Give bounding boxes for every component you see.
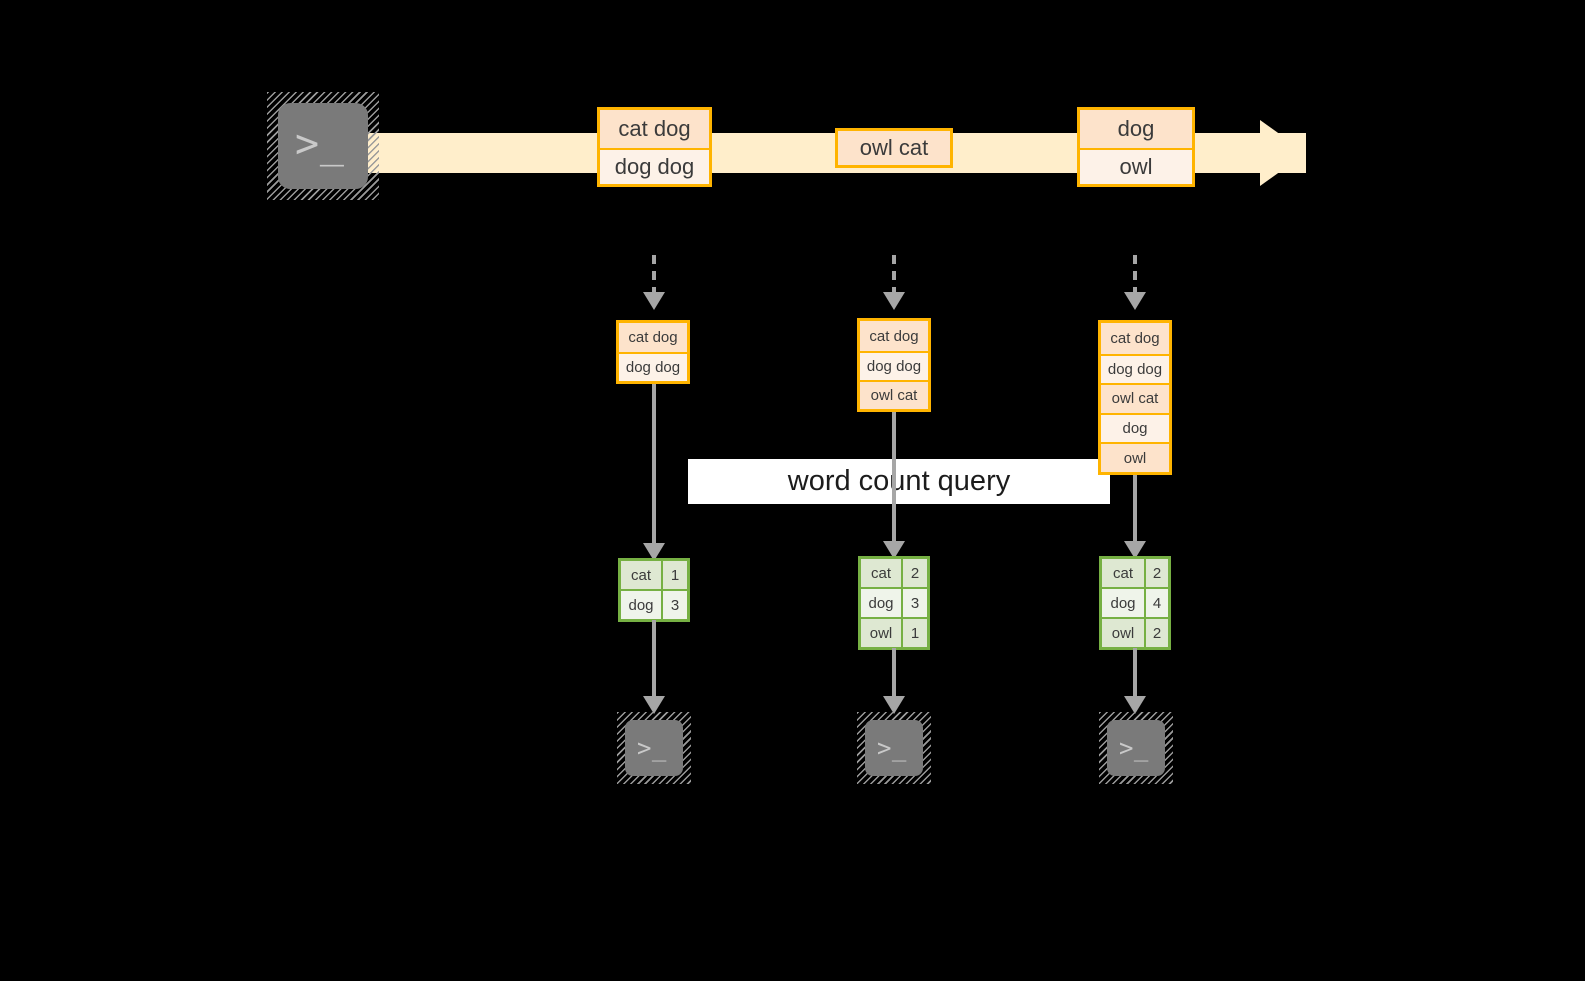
stream-to-state-line-2 (892, 255, 896, 295)
query-label-text: word count query (787, 465, 1011, 497)
terminal-prompt-glyph: >_ (877, 734, 907, 762)
state-to-result-line-3 (1133, 474, 1137, 547)
consumer-terminal-icon-2[interactable]: >_ (857, 712, 931, 784)
table-row: dog 3 (621, 589, 687, 619)
result-to-consumer-arrow-1 (643, 696, 665, 714)
stream-group-2[interactable]: owl cat (835, 128, 953, 168)
stream-to-state-line-1 (652, 255, 656, 295)
table-row: dog 3 (861, 587, 927, 617)
stream-group-1[interactable]: cat dog dog dog (597, 107, 712, 187)
result-table-column-1[interactable]: cat 1 dog 3 (618, 558, 690, 622)
stream-to-state-arrow-1 (643, 292, 665, 310)
terminal-prompt-glyph: >_ (1119, 734, 1149, 762)
result-value: 2 (1146, 619, 1168, 647)
terminal-prompt-glyph: >_ (295, 121, 345, 167)
state-to-result-arrow-1 (643, 543, 665, 561)
result-to-consumer-arrow-3 (1124, 696, 1146, 714)
state-record: cat dog (860, 321, 928, 351)
producer-terminal-icon[interactable]: >_ (267, 92, 379, 200)
terminal-body (1107, 720, 1165, 776)
result-value: 4 (1146, 589, 1168, 617)
terminal-body (865, 720, 923, 776)
event-stream-arrowhead (1260, 120, 1306, 186)
result-to-consumer-arrow-2 (883, 696, 905, 714)
terminal-body (278, 103, 368, 189)
result-to-consumer-line-2 (892, 648, 896, 700)
state-stack-column-1[interactable]: cat dog dog dog (616, 320, 690, 384)
state-record: dog dog (860, 351, 928, 380)
stream-record: owl (1080, 148, 1192, 184)
table-row: dog 4 (1102, 587, 1168, 617)
stream-record: owl cat (838, 131, 950, 165)
stream-record: cat dog (600, 110, 709, 148)
result-value: 2 (1146, 559, 1168, 587)
result-to-consumer-line-3 (1133, 648, 1137, 700)
result-key: dog (621, 591, 663, 619)
result-table-column-3[interactable]: cat 2 dog 4 owl 2 (1099, 556, 1171, 650)
state-stack-column-3[interactable]: cat dog dog dog owl cat dog owl (1098, 320, 1172, 475)
result-key: cat (621, 561, 663, 589)
result-key: cat (861, 559, 903, 587)
state-record: dog dog (1101, 353, 1169, 384)
state-record: owl cat (860, 380, 928, 409)
result-key: cat (1102, 559, 1146, 587)
stream-to-state-arrow-3 (1124, 292, 1146, 310)
table-row: cat 2 (861, 559, 927, 587)
state-record: cat dog (1101, 323, 1169, 354)
consumer-terminal-icon-3[interactable]: >_ (1099, 712, 1173, 784)
state-record: dog dog (619, 352, 687, 381)
query-label: word count query (688, 459, 1110, 504)
table-row: owl 2 (1102, 617, 1168, 647)
result-key: dog (861, 589, 903, 617)
state-record: dog (1101, 412, 1169, 443)
result-key: owl (861, 619, 903, 647)
table-row: owl 1 (861, 617, 927, 647)
stream-group-3[interactable]: dog owl (1077, 107, 1195, 187)
terminal-prompt-glyph: >_ (637, 734, 667, 762)
stream-to-state-arrow-2 (883, 292, 905, 310)
result-value: 1 (663, 561, 687, 589)
result-value: 1 (903, 619, 927, 647)
stream-record: dog (1080, 110, 1192, 148)
consumer-terminal-icon-1[interactable]: >_ (617, 712, 691, 784)
state-to-result-arrow-3 (1124, 541, 1146, 559)
result-key: dog (1102, 589, 1146, 617)
state-record: owl cat (1101, 383, 1169, 413)
state-to-result-arrow-2 (883, 541, 905, 559)
stream-to-state-line-3 (1133, 255, 1137, 295)
result-value: 3 (663, 591, 687, 619)
state-to-result-line-2 (892, 412, 896, 547)
result-value: 2 (903, 559, 927, 587)
stream-record: dog dog (600, 148, 709, 184)
result-key: owl (1102, 619, 1146, 647)
result-to-consumer-line-1 (652, 620, 656, 700)
table-row: cat 1 (621, 561, 687, 589)
table-row: cat 2 (1102, 559, 1168, 587)
result-value: 3 (903, 589, 927, 617)
state-record: cat dog (619, 323, 687, 353)
terminal-body (625, 720, 683, 776)
state-record: owl (1101, 442, 1169, 472)
state-stack-column-2[interactable]: cat dog dog dog owl cat (857, 318, 931, 412)
result-table-column-2[interactable]: cat 2 dog 3 owl 1 (858, 556, 930, 650)
state-to-result-line-1 (652, 384, 656, 549)
